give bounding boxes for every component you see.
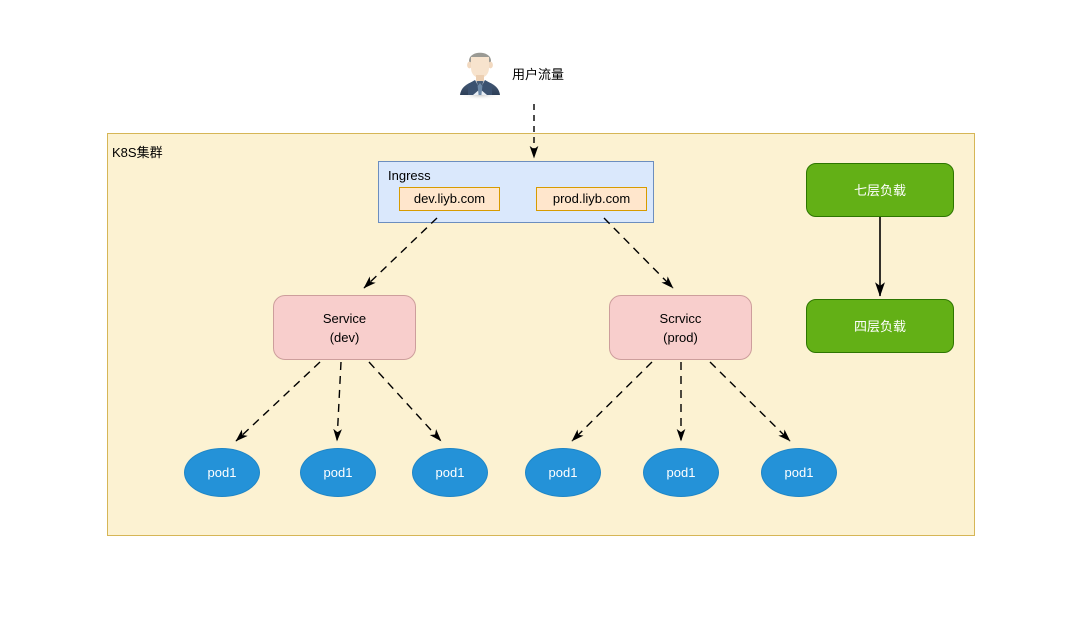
k8s-cluster-label: K8S集群	[112, 145, 163, 160]
pod-node: pod1	[412, 448, 488, 497]
ingress-host-prod: prod.liyb.com	[536, 187, 647, 211]
pod-node: pod1	[300, 448, 376, 497]
service-box-dev: Service (dev)	[273, 295, 416, 360]
service-prod-name: Scrvicc	[659, 310, 702, 326]
service-dev-env: (dev)	[329, 329, 360, 345]
service-dev-name: Service	[322, 310, 367, 326]
layer4-load-balancer-box: 四层负载	[806, 299, 954, 353]
ingress-title: Ingress	[388, 168, 431, 183]
user-traffic-label: 用户流量	[512, 67, 565, 82]
user-avatar-icon	[452, 43, 508, 101]
service-box-prod: Scrvicc (prod)	[609, 295, 752, 360]
layer7-load-balancer-box: 七层负载	[806, 163, 954, 217]
pod-node: pod1	[761, 448, 837, 497]
pod-node: pod1	[184, 448, 260, 497]
pod-node: pod1	[525, 448, 601, 497]
pod-node: pod1	[643, 448, 719, 497]
service-prod-env: (prod)	[663, 329, 698, 345]
ingress-host-dev: dev.liyb.com	[399, 187, 500, 211]
